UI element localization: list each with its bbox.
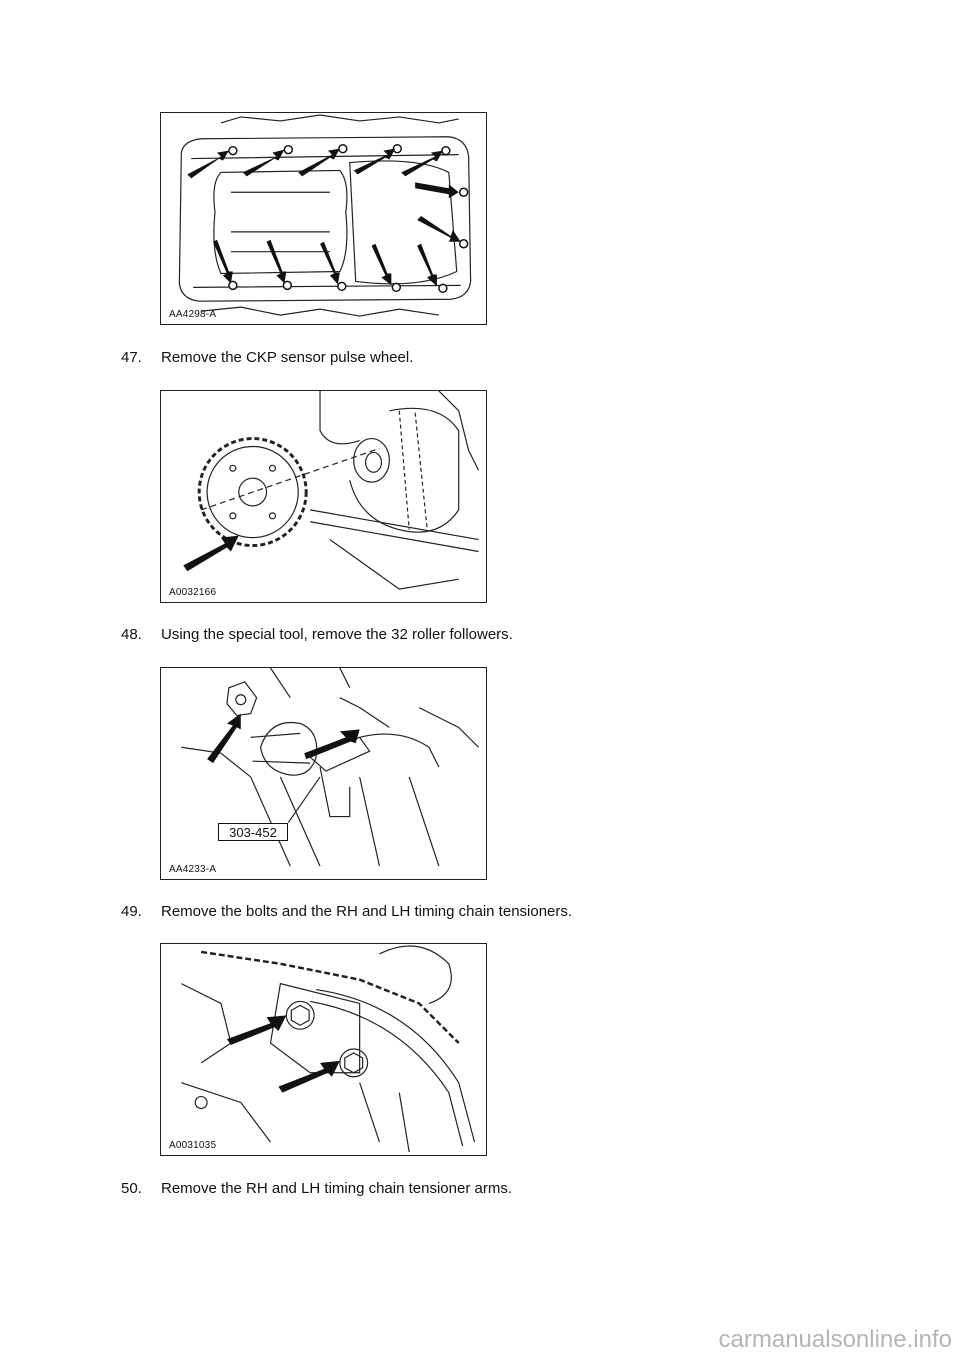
step-text: Remove the RH and LH timing chain tensio… — [161, 1180, 512, 1197]
step-49: 49. Remove the bolts and the RH and LH t… — [121, 903, 572, 920]
step-number: 49. — [121, 903, 142, 920]
step-text: Using the special tool, remove the 32 ro… — [161, 626, 513, 643]
step-number: 47. — [121, 349, 142, 366]
oil-pan-illustration — [178, 114, 472, 317]
figure-roller-followers: 303-452 AA4233-A — [160, 667, 487, 880]
figure-tensioners: A0031035 — [160, 943, 487, 1156]
figure-code: A0032166 — [169, 587, 217, 598]
special-tool-label: 303-452 — [218, 823, 288, 841]
figure-code: A0031035 — [169, 1140, 217, 1151]
step-50: 50. Remove the RH and LH timing chain te… — [121, 1180, 512, 1197]
step-47: 47. Remove the CKP sensor pulse wheel. — [121, 349, 413, 366]
pulse-wheel-illustration — [183, 391, 480, 590]
step-text: Remove the bolts and the RH and LH timin… — [161, 903, 573, 920]
step-number: 50. — [121, 1180, 142, 1197]
figure-code: AA4233-A — [169, 864, 217, 875]
tensioner-illustration — [181, 945, 476, 1153]
figure-pulse-wheel: A0032166 — [160, 390, 487, 603]
step-48: 48. Using the special tool, remove the 3… — [121, 626, 513, 643]
watermark: carmanualsonline.info — [718, 1326, 952, 1353]
step-number: 48. — [121, 626, 142, 643]
figure-oil-pan: AA4298-A — [160, 112, 487, 325]
roller-follower-illustration — [181, 668, 479, 867]
figure-code: AA4298-A — [169, 309, 217, 320]
step-text: Remove the CKP sensor pulse wheel. — [161, 349, 414, 366]
